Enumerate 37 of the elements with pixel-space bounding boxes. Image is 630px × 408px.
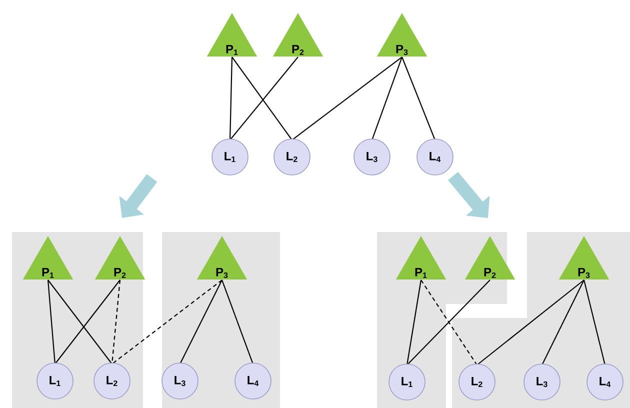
connector-line (229, 57, 233, 140)
connector-line (542, 280, 584, 366)
circle-node: L$_{3}$ (162, 362, 198, 400)
circle-node: L$_{4}$ (586, 364, 624, 400)
triangle-node: P$_{3}$ (558, 236, 610, 280)
circle-node: L$_{2}$ (274, 138, 310, 176)
triangle-node: P$_{1}$ (396, 236, 446, 280)
connector-line (406, 280, 422, 366)
circle-node: L$_{2}$ (94, 362, 130, 400)
connector-line (221, 280, 254, 364)
circle-node: L$_{2}$ (458, 364, 496, 400)
connector-line (476, 280, 584, 366)
circle-node: L$_{1}$ (36, 362, 74, 400)
connector-line (371, 56, 403, 140)
triangle-node: P$_{3}$ (376, 13, 428, 56)
circle-node: L$_{4}$ (416, 138, 454, 176)
triangle-node: P$_{3}$ (196, 236, 248, 280)
connector-line (54, 280, 120, 364)
circle-node: L$_{4}$ (234, 362, 272, 400)
circle-node: L$_{3}$ (524, 364, 560, 400)
circle-node: L$_{3}$ (354, 138, 390, 176)
triangle-node: P$_{2}$ (272, 13, 324, 56)
connector-line (112, 280, 222, 364)
connector-line (583, 280, 606, 366)
connector-line (292, 56, 402, 140)
connector-line (402, 56, 436, 140)
connector-line (420, 280, 478, 366)
triangle-node: P$_{2}$ (94, 236, 146, 280)
connector-line (406, 280, 490, 366)
circle-node: L$_{1}$ (212, 138, 248, 176)
circle-node: L$_{1}$ (388, 364, 426, 400)
connector-line (48, 280, 112, 364)
connector-line (180, 280, 222, 364)
connector-line (47, 280, 56, 364)
triangle-node: P$_{1}$ (206, 13, 258, 56)
triangle-node: P$_{2}$ (464, 236, 516, 280)
triangle-node: P$_{1}$ (22, 236, 74, 280)
